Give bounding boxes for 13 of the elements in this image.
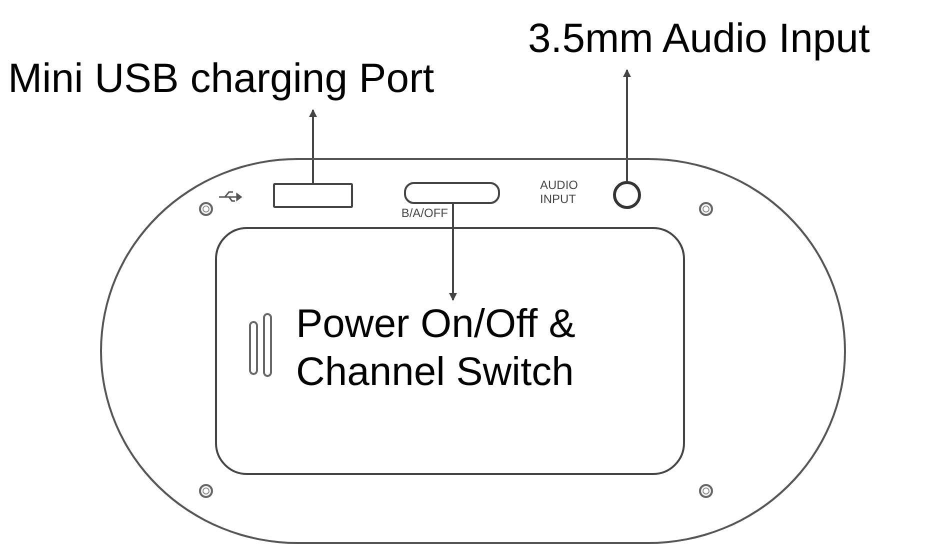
arrow [309, 109, 317, 183]
arrow [449, 204, 457, 301]
arrow [623, 69, 631, 181]
port-label: B/A/OFF [400, 206, 448, 220]
port-label: AUDIO INPUT [540, 178, 580, 206]
callout-text: 3.5mm Audio Input [528, 10, 926, 66]
device-body [100, 158, 846, 544]
callout-text: Mini USB charging Port [8, 50, 500, 106]
usb-port [273, 183, 353, 208]
callout-text: Power On/Off & Channel Switch [296, 300, 676, 396]
audio-jack [613, 181, 641, 209]
battery-cover [215, 227, 685, 475]
switch-slot [404, 182, 500, 204]
